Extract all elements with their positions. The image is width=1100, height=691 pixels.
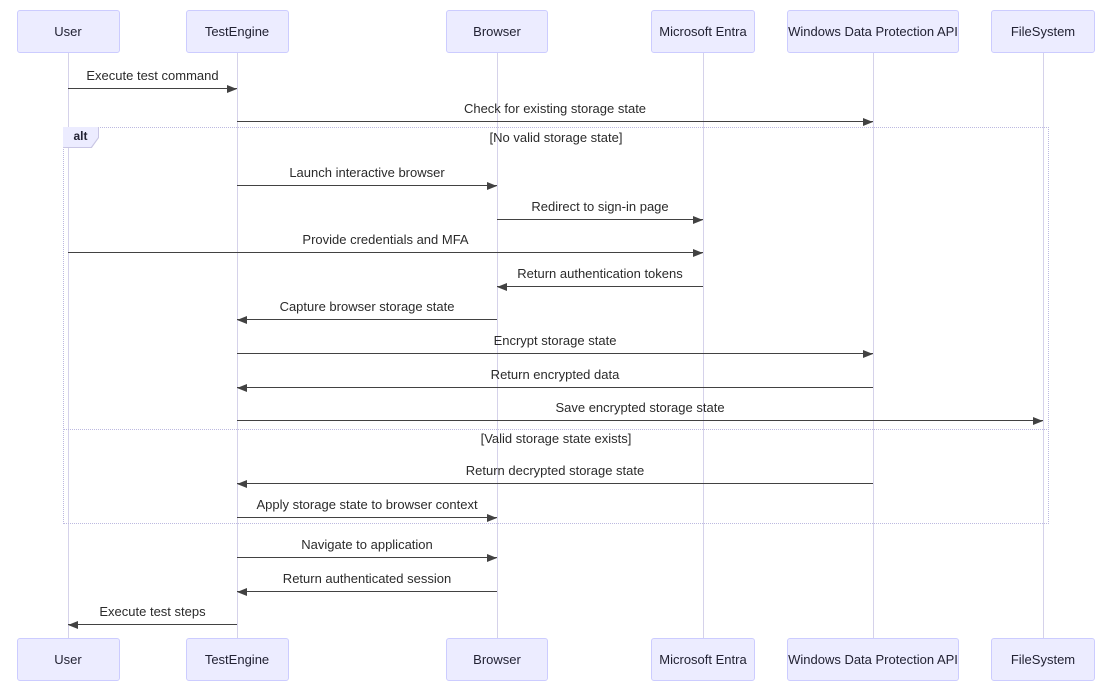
message-line [237,121,873,122]
message-arrowhead [863,118,873,126]
participant-box-bottom: FileSystem [991,638,1095,681]
message-arrowhead [237,316,247,324]
message-label: Execute test command [86,68,219,83]
message-arrowhead [487,182,497,190]
message-line [497,286,703,287]
message-label: Return decrypted storage state [465,463,645,478]
participant-box-bottom: TestEngine [185,638,289,681]
message-label: Apply storage state to browser context [256,497,478,512]
message-line [237,483,873,484]
message-line [237,557,497,558]
participant-box-top: Windows Data Protection API [787,10,959,53]
alt-frame-label: alt [63,127,99,148]
alt-condition-label: [No valid storage state] [489,130,623,145]
message-line [237,591,497,592]
message-arrowhead [487,554,497,562]
message-line [497,219,703,220]
lifeline [68,53,69,638]
message-arrowhead [237,480,247,488]
message-label: Encrypt storage state [493,333,617,348]
message-label: Launch interactive browser [289,165,445,180]
participant-box-bottom: User [16,638,120,681]
message-label: Capture browser storage state [279,299,455,314]
participant-box-bottom: Windows Data Protection API [787,638,959,681]
alt-frame [63,127,1049,524]
message-arrowhead [237,384,247,392]
participant-box-top: Browser [446,10,548,53]
message-line [237,517,497,518]
lifeline [703,53,704,638]
lifeline [1043,53,1044,638]
message-arrowhead [693,249,703,257]
alt-condition-label: [Valid storage state exists] [480,431,632,446]
message-line [68,624,237,625]
message-label: Save encrypted storage state [555,400,725,415]
message-label: Redirect to sign-in page [531,199,669,214]
message-arrowhead [863,350,873,358]
message-line [237,387,873,388]
lifeline [497,53,498,638]
participant-box-bottom: Browser [446,638,548,681]
message-label: Check for existing storage state [463,101,647,116]
lifeline [237,53,238,638]
message-line [237,353,873,354]
message-label: Return authentication tokens [517,266,683,281]
participant-box-top: TestEngine [185,10,289,53]
message-line [237,319,497,320]
message-arrowhead [1033,417,1043,425]
participant-box-top: FileSystem [991,10,1095,53]
message-line [68,252,703,253]
message-arrowhead [487,514,497,522]
message-label: Provide credentials and MFA [302,232,469,247]
message-label: Return encrypted data [490,367,620,382]
participant-box-top: User [16,10,120,53]
message-line [68,88,237,89]
message-arrowhead [497,283,507,291]
lifeline [873,53,874,638]
participant-box-top: Microsoft Entra [651,10,755,53]
message-line [237,185,497,186]
alt-frame-label-text: alt [63,127,98,147]
participant-box-bottom: Microsoft Entra [651,638,755,681]
message-arrowhead [693,216,703,224]
message-arrowhead [227,85,237,93]
alt-divider [63,429,1049,430]
message-line [237,420,1043,421]
message-label: Execute test steps [99,604,206,619]
message-label: Navigate to application [301,537,433,552]
message-arrowhead [237,588,247,596]
message-arrowhead [68,621,78,629]
message-label: Return authenticated session [282,571,452,586]
